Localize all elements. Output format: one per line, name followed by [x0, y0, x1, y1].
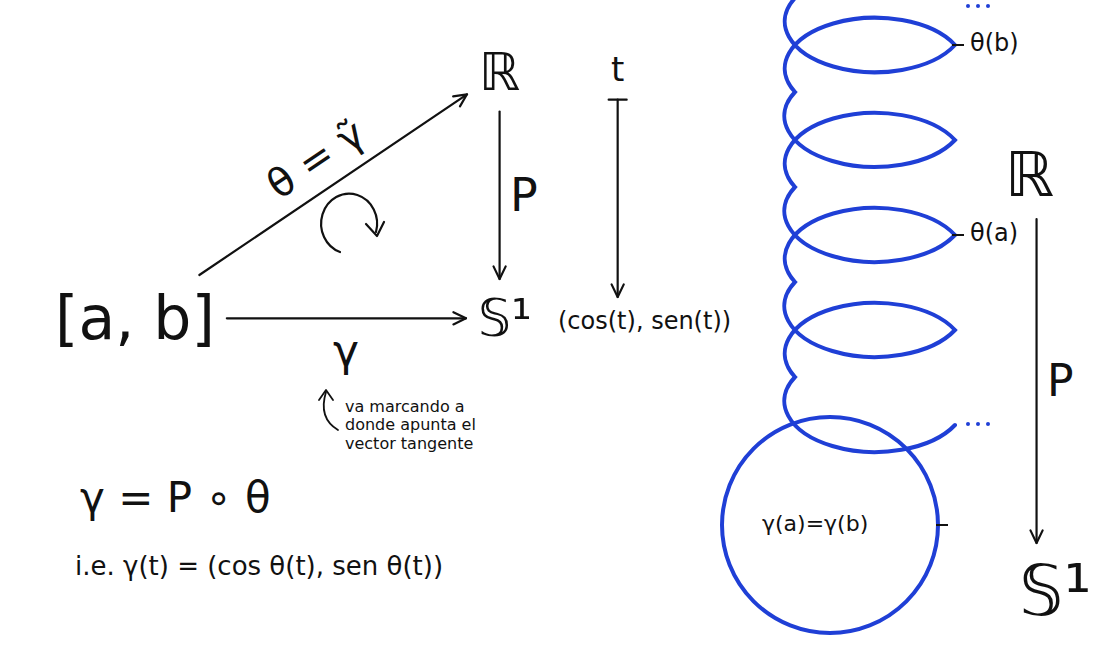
- arrow-shaft: [199, 94, 467, 275]
- arrowhead: [494, 266, 506, 279]
- arrowhead: [453, 312, 466, 324]
- leader-arrowhead: [319, 390, 333, 400]
- continuation-dots: [966, 4, 990, 426]
- commutation-arrowhead: [366, 222, 384, 236]
- commutation-arrow: [321, 194, 377, 252]
- arrowhead: [1030, 530, 1042, 543]
- math-symbol: [a, b]: [55, 287, 215, 350]
- math-object: [a, b]: [51, 283, 219, 354]
- math-object: 𝕊¹: [474, 287, 536, 350]
- math-object: ℝ: [475, 41, 524, 104]
- math-symbol: ℝ: [1005, 142, 1054, 207]
- morphism-arrow: [227, 312, 466, 324]
- math-symbol: t: [611, 52, 624, 88]
- point-tick: [952, 234, 964, 236]
- arrow-shaft: [1035, 219, 1037, 543]
- equation: γ = P ∘ θ: [80, 474, 271, 522]
- point-label: γ(a)=γ(b): [762, 511, 868, 536]
- mapsto-bar: [609, 99, 627, 101]
- point-label: θ(b): [970, 30, 1019, 58]
- arrow-shaft: [498, 112, 500, 279]
- point-tick: [936, 524, 948, 526]
- point-label: θ(a): [970, 220, 1018, 248]
- morphism-arrow: [1030, 219, 1042, 543]
- annotation-note: va marcando a donde apunta el vector tan…: [345, 398, 485, 453]
- arrow-label: P: [510, 171, 538, 219]
- equation: i.e. γ(t) = (cos θ(t), sen θ(t)): [75, 552, 443, 582]
- math-symbol: 𝕊¹: [478, 291, 532, 346]
- math-symbol: (cos(t), sen(t)): [558, 309, 731, 334]
- math-object: (cos(t), sen(t)): [554, 305, 735, 338]
- arrow-shaft: [227, 317, 466, 319]
- unit-circle: [722, 417, 938, 633]
- arrow-label: P: [1047, 358, 1074, 404]
- arrow-label: θ = γ̃: [259, 112, 371, 207]
- arrowhead: [612, 284, 624, 297]
- morphism-arrow: [199, 94, 467, 275]
- arrow-shaft: [617, 100, 619, 297]
- math-object: t: [607, 48, 628, 92]
- math-object: 𝕊¹: [1015, 551, 1096, 633]
- math-symbol: ℝ: [479, 45, 520, 100]
- morphism-arrow: [609, 100, 627, 297]
- math-object: ℝ: [1001, 138, 1058, 211]
- arrow-label: γ: [333, 328, 359, 374]
- point-tick: [952, 44, 964, 46]
- math-symbol: 𝕊¹: [1019, 555, 1092, 629]
- helix: [784, 0, 955, 452]
- arrowhead: [453, 94, 467, 106]
- morphism-arrow: [494, 112, 506, 279]
